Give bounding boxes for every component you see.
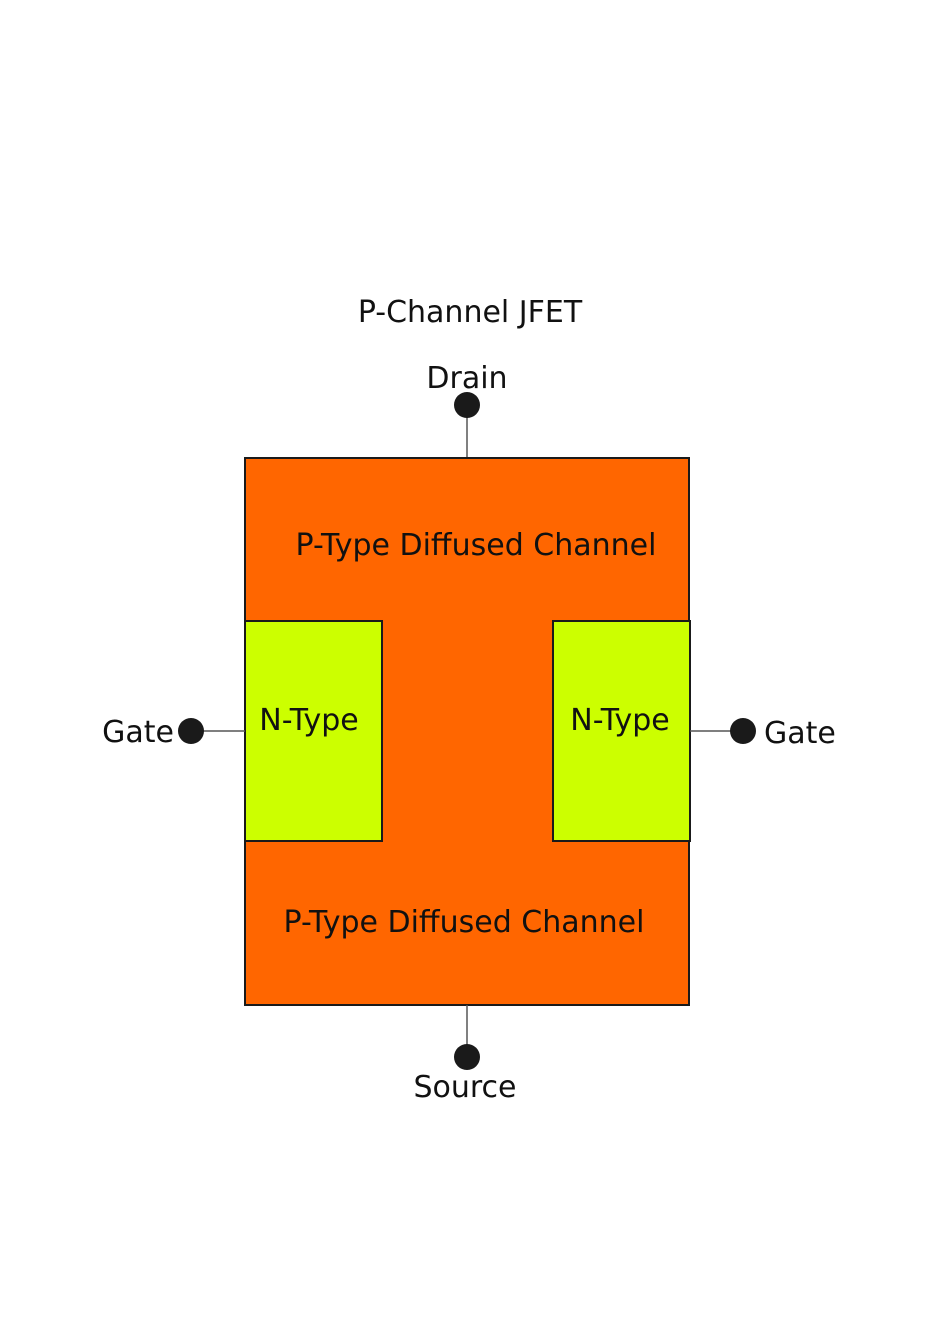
gate-right-region-label: N-Type: [570, 703, 669, 738]
n-type-gate-left: [244, 620, 383, 842]
n-type-gate-right: [552, 620, 691, 842]
gate-left-region-label: N-Type: [259, 703, 358, 738]
channel-bottom-label: P-Type Diffused Channel: [284, 905, 645, 940]
source-label: Source: [413, 1070, 516, 1105]
channel-top-label: P-Type Diffused Channel: [296, 528, 657, 563]
gate-right-label: Gate: [764, 716, 836, 751]
drain-label: Drain: [426, 361, 507, 396]
diagram-title: P-Channel JFET: [358, 295, 583, 330]
gate-left-terminal-dot: [178, 718, 204, 744]
source-terminal-dot: [454, 1044, 480, 1070]
gate-left-label: Gate: [102, 715, 174, 750]
gate-right-terminal-dot: [730, 718, 756, 744]
drain-terminal-dot: [454, 392, 480, 418]
